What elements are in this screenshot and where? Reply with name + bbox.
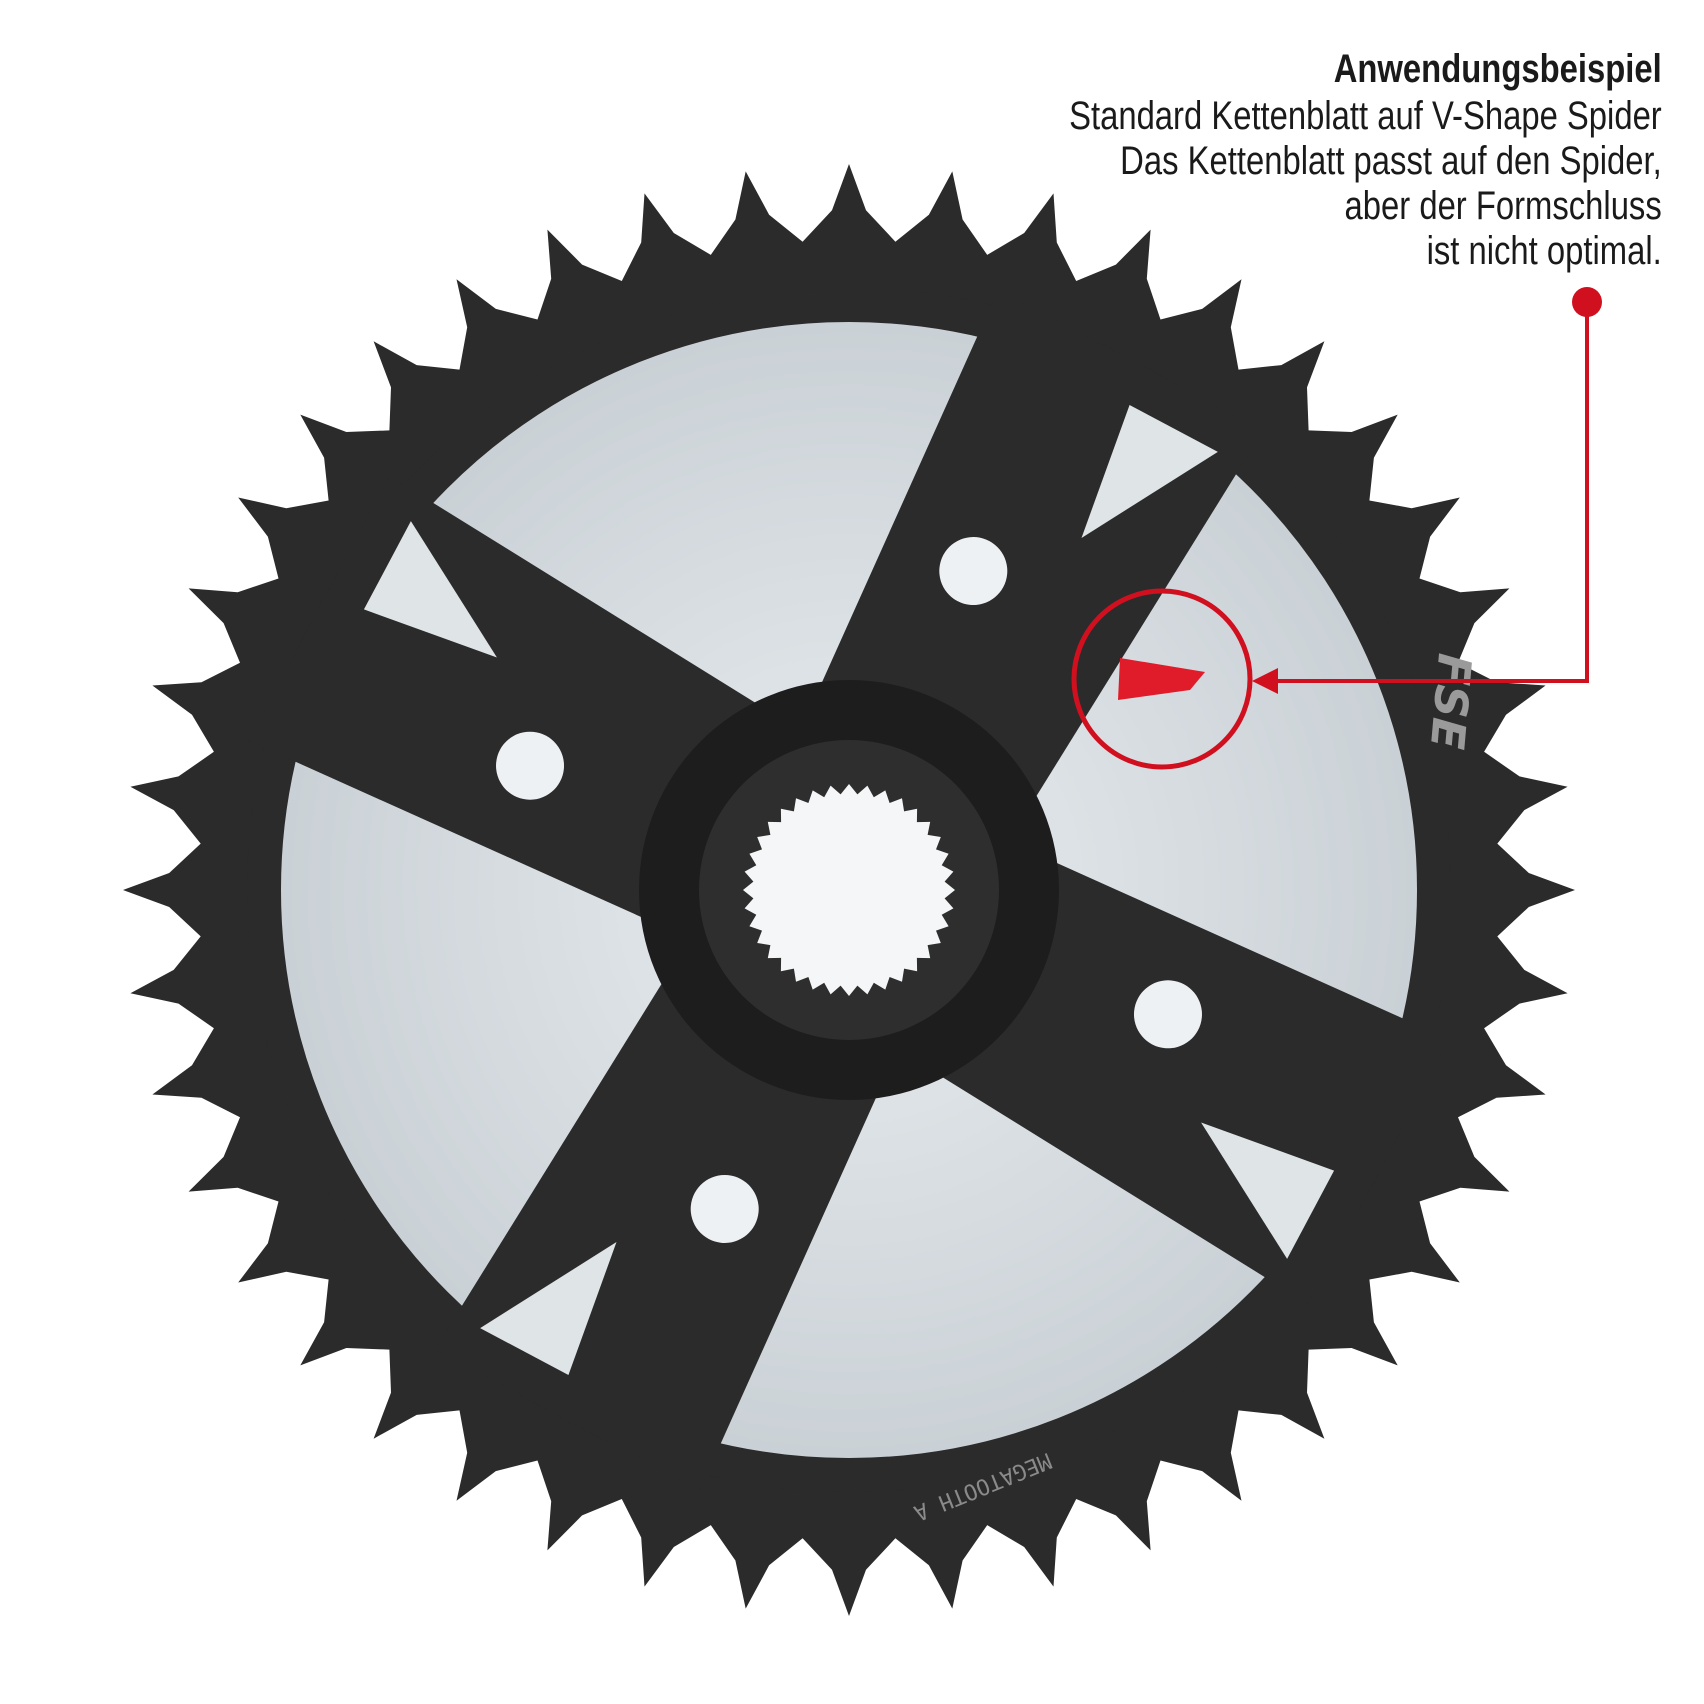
caption: Anwendungsbeispiel Standard Kettenblatt … <box>1069 44 1662 274</box>
arm-window <box>1201 1122 1335 1259</box>
arm-window <box>363 521 497 658</box>
svg-text:FSE: FSE <box>1420 651 1482 751</box>
caption-line: ist nicht optimal. <box>1426 229 1662 273</box>
arm-window <box>1081 404 1218 538</box>
fse-logo: FSE <box>1420 651 1482 751</box>
caption-line: Standard Kettenblatt auf V-Shape Spider <box>1069 94 1662 138</box>
caption-title: Anwendungsbeispiel <box>1333 47 1662 91</box>
caption-line: aber der Formschluss <box>1344 184 1662 228</box>
caption-line: Das Kettenblatt passt auf den Spider, <box>1120 139 1662 183</box>
annotation-line <box>1270 302 1589 683</box>
annotation-arrow-icon <box>1252 668 1278 694</box>
bolt-hole <box>690 1174 759 1243</box>
arm-window <box>480 1242 617 1376</box>
annotation-circle <box>1071 588 1253 770</box>
gap-highlight <box>1118 658 1205 700</box>
bolt-hole <box>939 537 1008 606</box>
bolt-hole <box>496 731 565 800</box>
spider <box>639 680 1059 1100</box>
spline-bore <box>743 784 955 996</box>
bolt-hole <box>1133 980 1202 1049</box>
